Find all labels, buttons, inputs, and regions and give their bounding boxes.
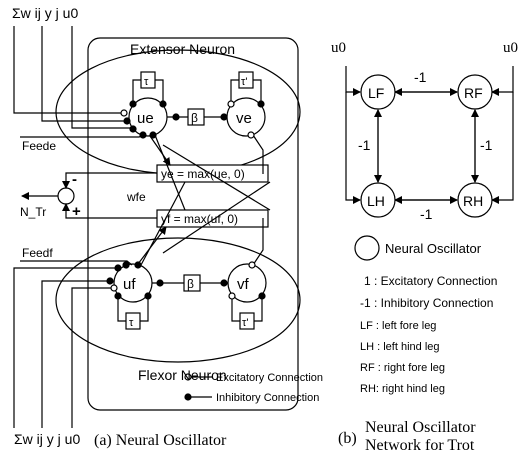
abbrev-lh: LH : left hind leg [360, 341, 440, 353]
top-input-label: Σw ij y j u0 [12, 5, 78, 21]
beta-box-e [187, 108, 205, 126]
tau-e-label: τ [144, 76, 149, 88]
beta-e-label: β [191, 111, 198, 125]
caption-b-line2: Network for Trot [365, 437, 475, 454]
oscillator-legend-label: Neural Oscillator [385, 241, 482, 256]
flexor-label: Flexor Neuron [138, 367, 227, 383]
u0-right-label: u0 [503, 40, 518, 56]
node-rh [457, 182, 493, 218]
minus-sign: - [72, 171, 77, 188]
w-fe-label: wfe [126, 190, 146, 204]
y-e-label: ye = max(ue, 0) [161, 167, 245, 181]
oscillator-legend-circle [354, 235, 380, 261]
v-e-label: ve [236, 110, 252, 127]
abbrev-lf: LF : left fore leg [360, 320, 436, 332]
node-lh [360, 182, 396, 218]
u-f-label: uf [123, 276, 136, 293]
caption-a: (a) Neural Oscillator [94, 432, 227, 449]
tau-f-label: τ [129, 317, 134, 329]
weight-rf-rh: -1 [480, 137, 493, 153]
beta-f-label: β [187, 277, 194, 291]
v-f-label: vf [237, 276, 250, 293]
u-e-label: ue [137, 110, 154, 127]
caption-b-line1: Neural Oscillator [365, 419, 476, 436]
weight-lf-lh: -1 [358, 137, 371, 153]
feed-f-label: Feedf [22, 246, 53, 260]
flexor-neuron-region [55, 237, 301, 363]
summing-junction [57, 187, 75, 205]
node-rf [457, 74, 493, 110]
node-lh-label: LH [367, 193, 385, 209]
excitatory-legend: 1 : Excitatory Connection [364, 274, 497, 288]
trot-network-panel [345, 66, 514, 261]
neural-oscillator-panel [13, 26, 301, 428]
abbrev-rh: RH: right hind leg [360, 383, 445, 395]
weight-lh-rh: -1 [420, 206, 433, 222]
node-lf-label: LF [368, 85, 384, 101]
caption-b-prefix: (b) [338, 430, 357, 447]
abbrev-rf: RF : right fore leg [360, 362, 445, 374]
node-lf [360, 74, 396, 110]
excitatory-legend-label: Excitatory Connection [216, 372, 323, 384]
oscillator-frame [87, 37, 299, 411]
inhibitory-legend: -1 : Inhibitory Connection [360, 296, 493, 310]
feed-e-label: Feede [22, 139, 56, 153]
extensor-label: Extensor Neuron [130, 41, 235, 57]
beta-box-f [183, 274, 201, 292]
y-f-label: yf = max(uf, 0) [161, 212, 238, 226]
output-label: N_Tr [20, 205, 46, 219]
bottom-input-label: Σw ij y j u0 [14, 431, 80, 447]
u0-left-label: u0 [331, 40, 346, 56]
tau-prime-f-label: τ' [242, 317, 248, 329]
weight-lf-rf: -1 [414, 69, 427, 85]
plus-sign: + [72, 203, 81, 220]
inhibitory-legend-label: Inhibitory Connection [216, 392, 319, 404]
tau-prime-e-label: τ' [241, 76, 247, 88]
node-rf-label: RF [464, 85, 483, 101]
node-rh-label: RH [463, 193, 483, 209]
